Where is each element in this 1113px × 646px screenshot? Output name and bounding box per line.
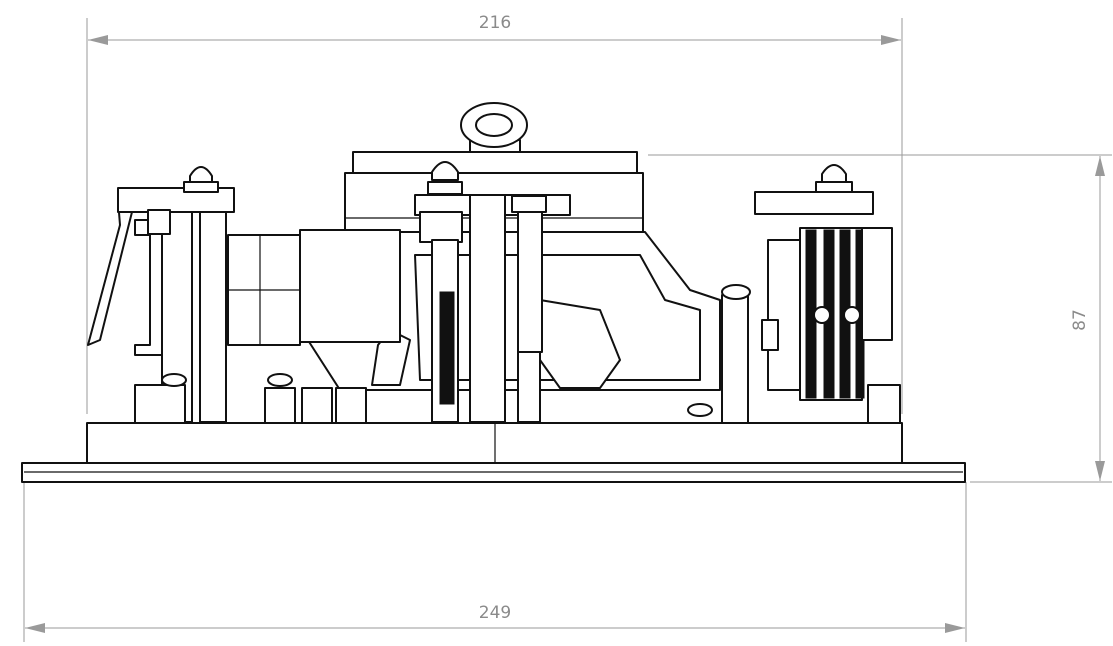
dimension-bottom-width-label: 249	[479, 603, 511, 623]
dimension-top-width-label: 216	[479, 13, 511, 33]
speaker-body	[21, 102, 966, 483]
center-clamp-bracket	[414, 161, 571, 423]
mounting-ring	[460, 102, 528, 153]
threaded-rod	[439, 291, 455, 405]
left-clamp-bracket	[87, 166, 235, 424]
dimension-bottom-width: 249	[23, 466, 967, 642]
terminal-block	[799, 227, 865, 401]
dimension-height: 87	[648, 154, 1112, 483]
dimension-height-label: 87	[1070, 309, 1090, 331]
right-clamp-bracket	[721, 164, 901, 424]
speaker-frame	[86, 422, 903, 464]
dimension-top-width: 216	[86, 13, 903, 414]
speaker-grille-trim	[21, 462, 966, 483]
